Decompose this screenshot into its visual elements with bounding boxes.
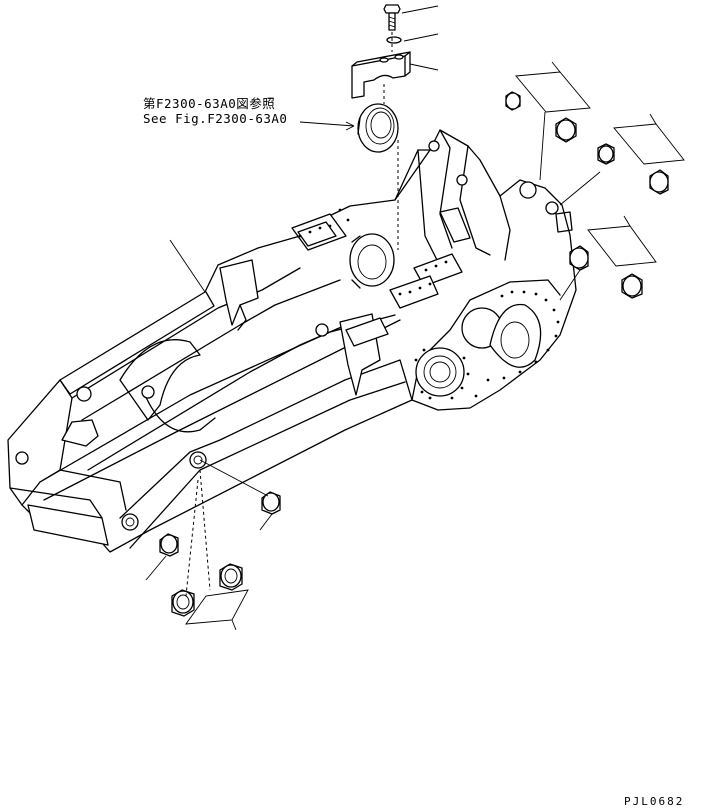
bushing-part [357, 103, 399, 153]
drawing-code: PJL0682 [624, 795, 685, 808]
lower-bushing-1 [199, 459, 281, 531]
reference-note-jp: 第F2300-63A0図参照 [143, 96, 276, 111]
clamp-part [351, 51, 411, 99]
bushing-pair-2 [597, 113, 685, 195]
lower-bushing-2 [145, 533, 179, 581]
track-frame [7, 129, 577, 553]
washer-part [386, 36, 402, 44]
lower-bushing-pair [171, 563, 249, 631]
bushing-pair-3 [569, 215, 657, 299]
bolt-part [383, 4, 401, 31]
reference-note-en: See Fig.F2300-63A0 [143, 111, 288, 126]
bushing-pair-1 [505, 61, 591, 143]
